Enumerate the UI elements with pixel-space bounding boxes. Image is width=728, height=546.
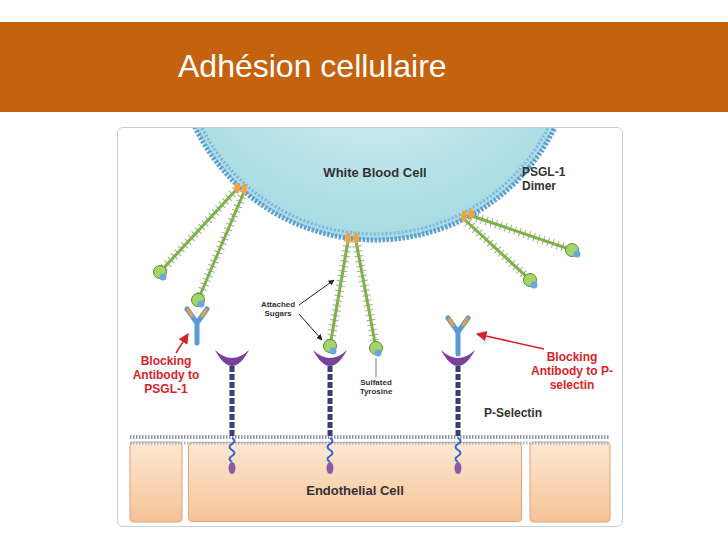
tyrosine-tip [160,274,167,281]
illustration-frame: White Blood CellEndothelial Cell [117,127,623,527]
sugar-tip [324,340,337,353]
leader-arrow [299,314,322,340]
antibody [195,323,200,343]
sugar-tip [566,244,579,257]
selectin-stalk [328,366,333,438]
anchor [353,233,359,244]
psgl-strand [356,241,376,348]
sugar-chains [464,219,530,280]
leader-arrow [477,334,544,349]
psgl-strand [160,190,236,272]
psgl-strand [472,216,572,250]
sugar-chains [472,216,572,250]
transmembrane [230,438,235,462]
antibody [187,309,207,323]
anchor [468,209,474,220]
tyrosine-tip [531,282,538,289]
cell-body [175,127,575,240]
header-band [0,22,728,112]
side-cell [530,442,610,522]
sugar-chains [198,192,244,300]
sugar-tip [192,294,205,307]
anchor [461,211,467,222]
sugar-tip [370,342,383,355]
cell-name: Endothelial Cell [189,483,521,499]
leader-line [376,358,377,377]
tyrosine-tip [198,301,205,308]
psgl-strand [464,219,530,280]
sugar-chains [330,241,348,346]
membrane [181,127,569,234]
cell-name: White Blood Cell [300,165,450,181]
sugar-chains [356,241,376,348]
membrane [130,442,610,445]
leader-arrow [176,334,188,353]
endothelial-cell: Endothelial Cell [188,442,522,522]
sugar-tip [524,274,537,287]
leader-arrow [299,280,334,305]
white-blood-cell: White Blood Cell [170,127,580,245]
selectin-tail [229,462,236,474]
transmembrane [328,438,333,462]
selectin-head [313,350,347,366]
selectin-stalk [230,366,235,438]
transmembrane [456,438,461,462]
selectin-stalk [456,366,461,438]
callout-label: Blocking Antibody to PSGL-1 [124,354,208,396]
tyrosine-tip [330,348,337,355]
callout-label: Blocking Antibody to P-selectin [528,350,616,392]
sugar-chains [160,190,236,272]
antibody [448,318,468,332]
anchor [234,183,240,194]
anchor [345,233,351,244]
part-label: Sulfated Tyrosine [354,378,398,396]
antibody [456,332,461,354]
selectin-head [215,350,249,366]
selectin-tail [455,462,462,474]
antibody-binding-site [449,319,467,325]
selectin-tail [327,462,334,474]
sugar-tip [154,266,167,279]
molecule-label: P-Selectin [484,406,564,420]
anchor [241,184,247,195]
membrane [130,435,610,439]
side-cell [130,442,182,522]
tyrosine-tip [375,350,382,357]
part-label: Attached Sugars [258,300,298,318]
cell-outline [170,127,580,245]
molecule-label: PSGL-1 Dimer [522,165,582,193]
antibody-binding-site [188,310,206,316]
psgl-strand [198,192,244,300]
membrane [175,127,575,240]
selectin-head [441,350,475,366]
slide-title: Adhésion cellulaire [178,48,447,84]
psgl-strand [330,241,348,346]
tyrosine-tip [574,251,581,258]
